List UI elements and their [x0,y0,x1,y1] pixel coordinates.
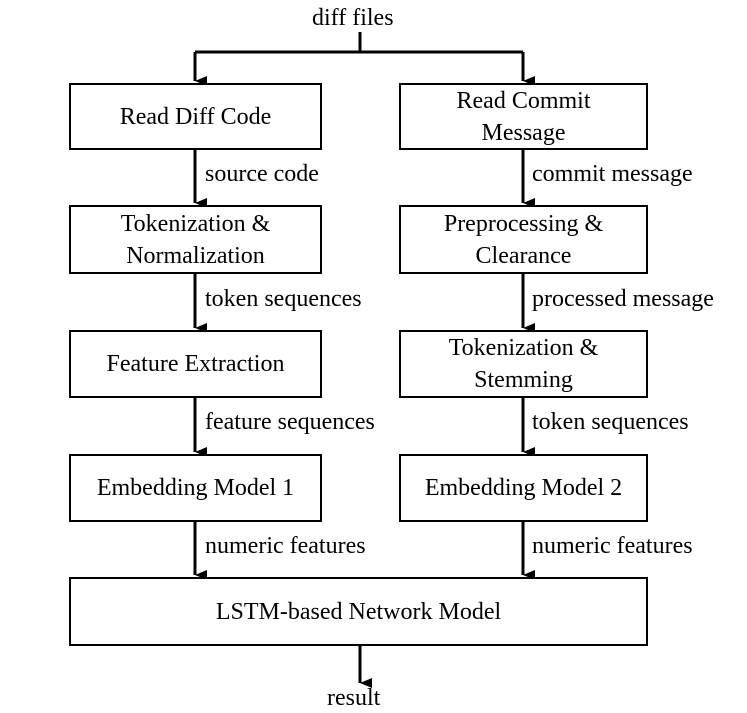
lstm-network-model-box: LSTM-based Network Model [69,577,648,646]
edge-label-source-code: source code [205,161,319,187]
edge-label-right-token-sequences: token sequences [532,409,689,435]
edge-label-left-numeric-features: numeric features [205,533,366,559]
edge-label-right-numeric-features: numeric features [532,533,693,559]
tokenization-stemming-box: Tokenization & Stemming [399,330,648,398]
read-commit-message-box: Read Commit Message [399,83,648,150]
edge-label-left-token-sequences: token sequences [205,286,362,312]
edge-label-processed-message: processed message [532,286,714,312]
feature-extraction-box: Feature Extraction [69,330,322,398]
preprocessing-clearance-box: Preprocessing & Clearance [399,205,648,274]
embedding-model-1-box: Embedding Model 1 [69,454,322,522]
read-diff-code-box: Read Diff Code [69,83,322,150]
edge-label-commit-message: commit message [532,161,693,187]
tokenization-normalization-box: Tokenization & Normalization [69,205,322,274]
input-label: diff files [312,5,394,31]
output-label: result [327,685,381,711]
embedding-model-2-box: Embedding Model 2 [399,454,648,522]
edge-label-feature-sequences: feature sequences [205,409,375,435]
